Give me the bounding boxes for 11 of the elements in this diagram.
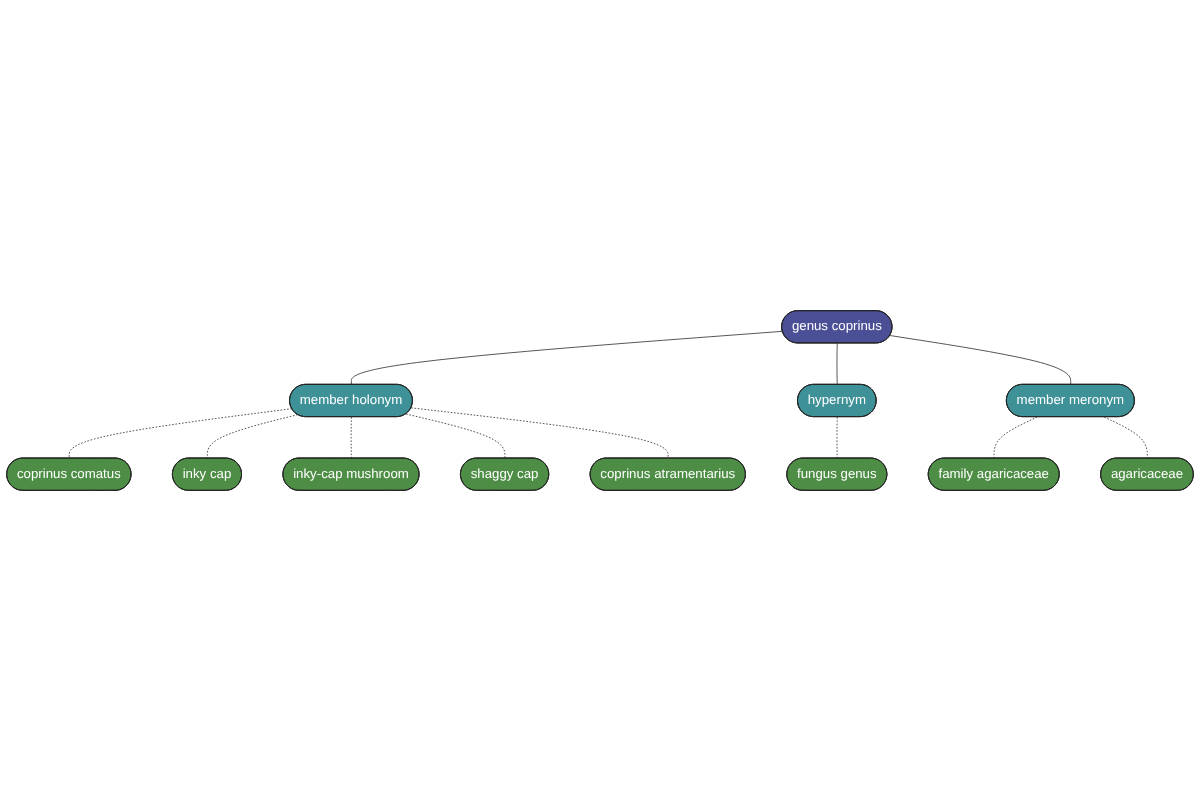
connector (889, 334, 1072, 385)
connector (836, 416, 838, 459)
connector (1103, 416, 1148, 459)
connector (405, 413, 506, 459)
connector (350, 416, 352, 459)
connector (68, 407, 293, 459)
connector (410, 406, 669, 459)
connector (993, 416, 1038, 459)
connector (350, 330, 783, 385)
connector (206, 413, 299, 459)
connector (836, 342, 838, 385)
